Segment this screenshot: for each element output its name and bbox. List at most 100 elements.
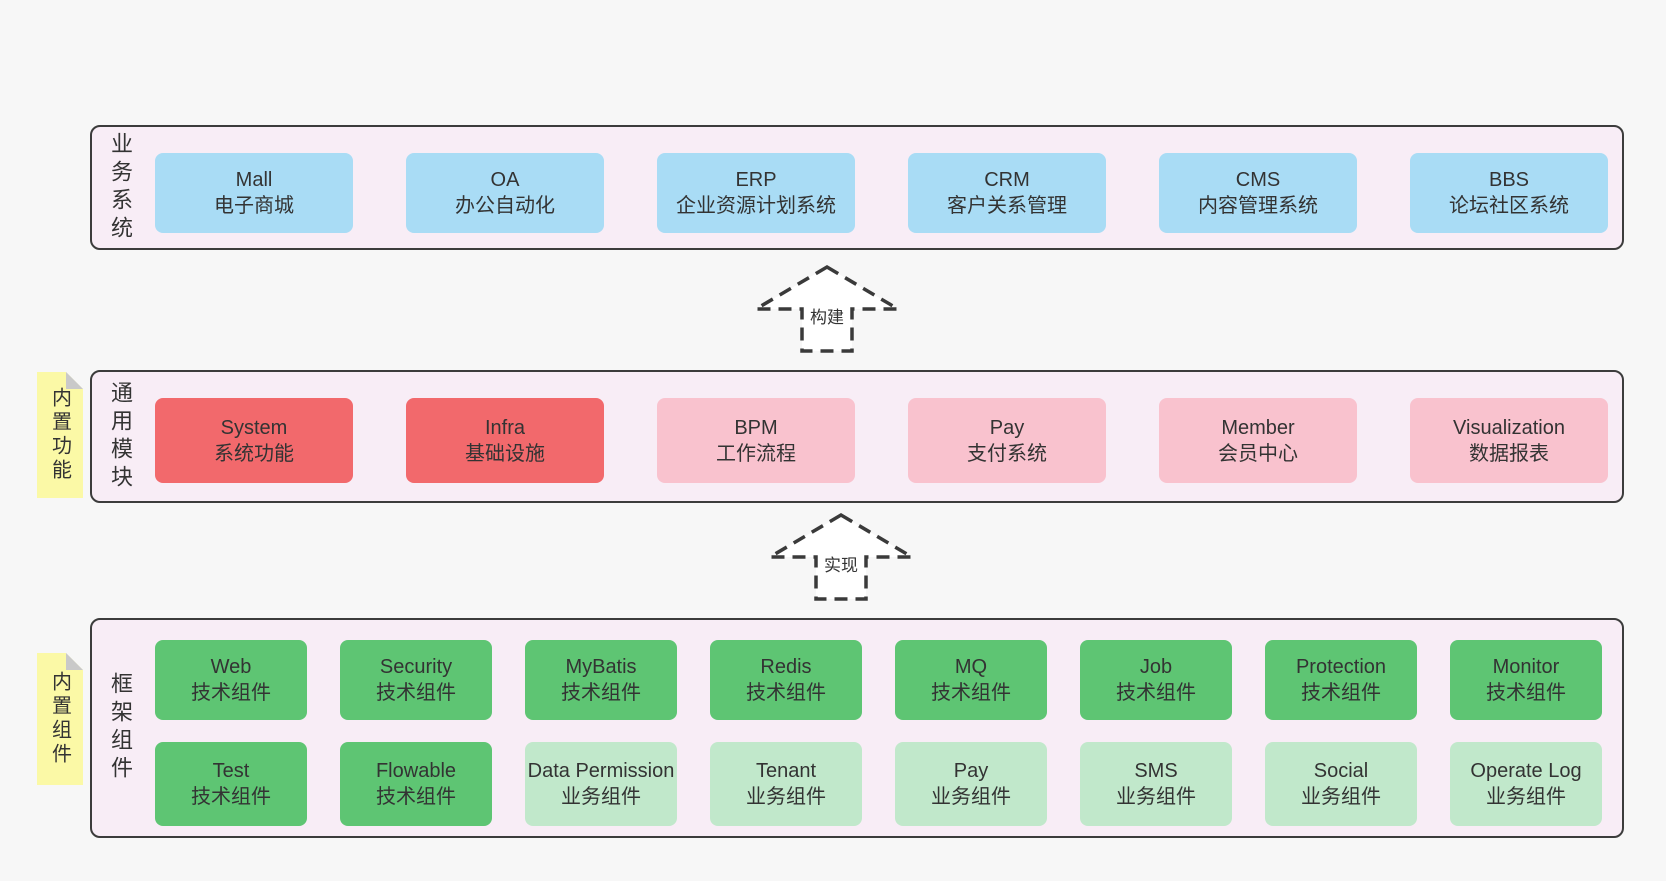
sticky-builtin-features-text: 内置功能 <box>48 387 71 483</box>
sticky-note-builtin-features: 内置功能 <box>37 372 83 498</box>
box-mall-subtitle: 电子商城 <box>214 195 294 217</box>
box-crm-title: CRM <box>984 169 1030 191</box>
box-erp-title: ERP <box>735 169 777 191</box>
box-cms: CMS 内容管理系统 <box>1159 153 1357 233</box>
box-system-subtitle: 系统功能 <box>214 442 294 465</box>
box-test: Test 技术组件 <box>155 742 307 826</box>
box-data-permission-subtitle: 业务组件 <box>561 786 641 808</box>
box-oa: OA 办公自动化 <box>406 153 604 233</box>
box-oa-title: OA <box>490 169 520 191</box>
box-flowable-title: Flowable <box>375 760 457 782</box>
box-job: Job 技术组件 <box>1080 640 1232 720</box>
box-flowable: Flowable 技术组件 <box>340 742 492 826</box>
box-visualization: Visualization 数据报表 <box>1410 398 1608 483</box>
box-sms-title: SMS <box>1134 760 1178 782</box>
box-mybatis: MyBatis 技术组件 <box>525 640 677 720</box>
box-monitor-subtitle: 技术组件 <box>1486 682 1566 704</box>
arrow-implement-label: 实现 <box>822 551 860 576</box>
framework-box-row-1: Web 技术组件 Security 技术组件 MyBatis 技术组件 Redi… <box>155 640 1602 720</box>
box-tenant-title: Tenant <box>755 760 817 782</box>
box-social: Social 业务组件 <box>1265 742 1417 826</box>
box-bbs-subtitle: 论坛社区系统 <box>1449 195 1569 217</box>
arrow-implement: 实现 <box>766 512 916 602</box>
box-erp-subtitle: 企业资源计划系统 <box>676 195 836 217</box>
box-pay-module-title: Pay <box>989 416 1025 439</box>
box-bpm-subtitle: 工作流程 <box>716 442 796 465</box>
box-infra-subtitle: 基础设施 <box>465 442 545 465</box>
box-operate-log: Operate Log 业务组件 <box>1450 742 1602 826</box>
box-web-subtitle: 技术组件 <box>191 682 271 704</box>
box-pay-component-subtitle: 业务组件 <box>931 786 1011 808</box>
box-flowable-subtitle: 技术组件 <box>376 786 456 808</box>
box-tenant: Tenant 业务组件 <box>710 742 862 826</box>
box-pay-module-subtitle: 支付系统 <box>967 442 1047 465</box>
sticky-note-builtin-components: 内置组件 <box>37 653 83 785</box>
panel-business-systems: 业务系统 Mall 电子商城 OA 办公自动化 ERP 企业资源计划系统 CRM… <box>90 125 1624 250</box>
box-mq-subtitle: 技术组件 <box>931 682 1011 704</box>
framework-box-row-2: Test 技术组件 Flowable 技术组件 Data Permission … <box>155 742 1602 826</box>
box-operate-log-title: Operate Log <box>1470 760 1582 782</box>
box-sms-subtitle: 业务组件 <box>1116 786 1196 808</box>
box-system: System 系统功能 <box>155 398 353 483</box>
box-protection-title: Protection <box>1295 656 1387 678</box>
box-erp: ERP 企业资源计划系统 <box>657 153 855 233</box>
box-job-subtitle: 技术组件 <box>1116 682 1196 704</box>
box-web: Web 技术组件 <box>155 640 307 720</box>
box-job-title: Job <box>1139 656 1173 678</box>
panel-framework-label: 框架组件 <box>108 672 133 784</box>
box-crm: CRM 客户关系管理 <box>908 153 1106 233</box>
box-visualization-subtitle: 数据报表 <box>1469 442 1549 465</box>
box-cms-title: CMS <box>1235 169 1281 191</box>
box-protection-subtitle: 技术组件 <box>1301 682 1381 704</box>
box-visualization-title: Visualization <box>1453 416 1565 439</box>
arrow-build-label: 构建 <box>808 303 846 328</box>
box-infra-title: Infra <box>484 416 526 439</box>
folded-corner-icon <box>66 372 83 389</box>
box-mq: MQ 技术组件 <box>895 640 1047 720</box>
box-mybatis-title: MyBatis <box>565 656 637 678</box>
box-test-title: Test <box>212 760 250 782</box>
box-bpm-title: BPM <box>734 416 778 439</box>
box-security-subtitle: 技术组件 <box>376 682 456 704</box>
box-data-permission: Data Permission 业务组件 <box>525 742 677 826</box>
panel-common-modules: 通用模块 System 系统功能 Infra 基础设施 BPM 工作流程 Pay… <box>90 370 1624 503</box>
box-social-subtitle: 业务组件 <box>1301 786 1381 808</box>
arrow-build: 构建 <box>752 264 902 354</box>
box-security-title: Security <box>379 656 453 678</box>
box-infra: Infra 基础设施 <box>406 398 604 483</box>
box-cms-subtitle: 内容管理系统 <box>1198 195 1318 217</box>
box-web-title: Web <box>210 656 252 678</box>
box-member-title: Member <box>1221 416 1295 439</box>
sticky-builtin-components-text: 内置组件 <box>48 671 71 767</box>
box-protection: Protection 技术组件 <box>1265 640 1417 720</box>
box-pay-module: Pay 支付系统 <box>908 398 1106 483</box>
box-social-title: Social <box>1313 760 1369 782</box>
box-bbs-title: BBS <box>1488 169 1530 191</box>
box-mybatis-subtitle: 技术组件 <box>561 682 641 704</box>
box-operate-log-subtitle: 业务组件 <box>1486 786 1566 808</box>
box-redis-subtitle: 技术组件 <box>746 682 826 704</box>
box-sms: SMS 业务组件 <box>1080 742 1232 826</box>
box-redis-title: Redis <box>760 656 812 678</box>
box-oa-subtitle: 办公自动化 <box>455 195 555 217</box>
box-security: Security 技术组件 <box>340 640 492 720</box>
box-member-subtitle: 会员中心 <box>1218 442 1298 465</box>
folded-corner-icon <box>66 653 83 670</box>
box-test-subtitle: 技术组件 <box>191 786 271 808</box>
box-pay-component: Pay 业务组件 <box>895 742 1047 826</box>
box-monitor: Monitor 技术组件 <box>1450 640 1602 720</box>
business-box-row: Mall 电子商城 OA 办公自动化 ERP 企业资源计划系统 CRM 客户关系… <box>155 153 1608 233</box>
box-mall-title: Mall <box>235 169 273 191</box>
panel-framework-components: 框架组件 Web 技术组件 Security 技术组件 MyBatis 技术组件… <box>90 618 1624 838</box>
box-tenant-subtitle: 业务组件 <box>746 786 826 808</box>
box-pay-component-title: Pay <box>953 760 989 782</box>
panel-common-label: 通用模块 <box>108 380 133 493</box>
box-data-permission-title: Data Permission <box>527 760 675 782</box>
box-redis: Redis 技术组件 <box>710 640 862 720</box>
box-crm-subtitle: 客户关系管理 <box>947 195 1067 217</box>
box-bbs: BBS 论坛社区系统 <box>1410 153 1608 233</box>
box-mall: Mall 电子商城 <box>155 153 353 233</box>
common-box-row: System 系统功能 Infra 基础设施 BPM 工作流程 Pay 支付系统… <box>155 398 1608 483</box>
box-member: Member 会员中心 <box>1159 398 1357 483</box>
